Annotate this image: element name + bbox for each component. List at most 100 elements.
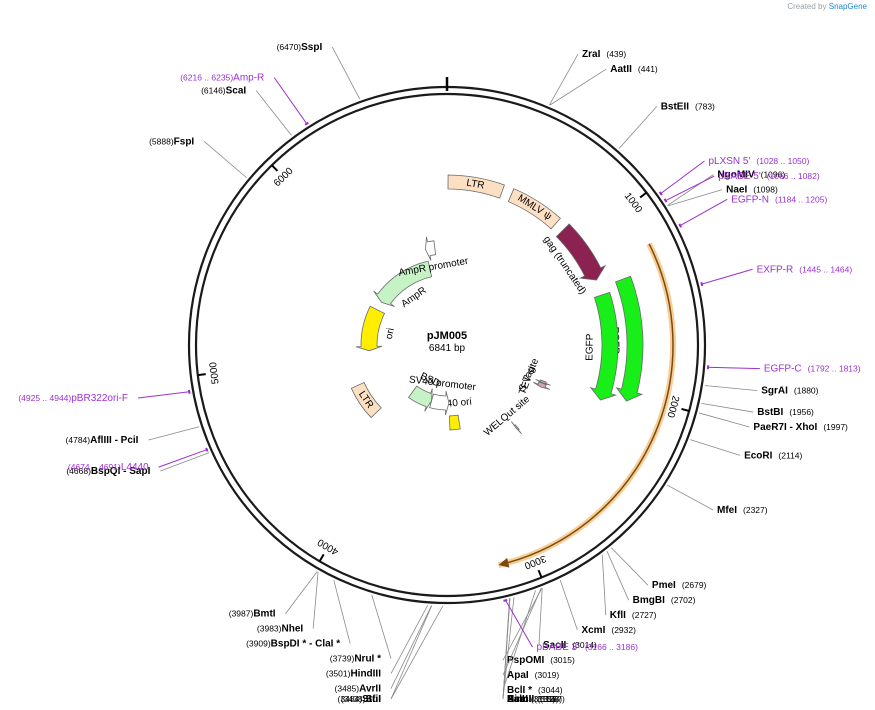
enzyme-position: (1880): [794, 386, 819, 396]
enzyme-leader-line: [667, 189, 723, 207]
enzyme-label-sali[interactable]: SalI(3155): [507, 694, 556, 705]
enzyme-label-sspi[interactable]: (6470)SspI: [277, 42, 323, 53]
primer-label-l4440[interactable]: (4674 .. 4691)L4440: [68, 462, 149, 473]
enzyme-label-bstbi[interactable]: BstBI(1956): [757, 407, 814, 418]
enzyme-name: BmgBI: [633, 595, 665, 606]
enzyme-leader-line: [704, 385, 758, 392]
enzyme-name: BstBI: [757, 407, 783, 418]
primer-label-amp-r[interactable]: (6216 .. 6235)Amp-R: [180, 73, 264, 84]
enzyme-label-zrai[interactable]: ZraI(439): [582, 49, 626, 60]
enzyme-leader-line: [255, 90, 292, 136]
enzyme-label-nrui[interactable]: (3739)NruI *: [330, 654, 381, 665]
enzyme-name: BstEII: [661, 102, 690, 113]
enzyme-label-sacii[interactable]: SacII(3014): [543, 640, 597, 651]
enzyme-position: (3019): [535, 670, 560, 680]
feature-welqut-site: [511, 421, 522, 435]
enzyme-label-avrii[interactable]: (3485)AvrII: [335, 684, 382, 695]
enzyme-name: BclI *: [507, 685, 532, 696]
primer-label-pbabe-3[interactable]: pBABE 3'(3166 .. 3186): [537, 642, 639, 653]
enzyme-name: AccI: [507, 694, 528, 705]
primer-leader-line: [137, 391, 191, 399]
enzyme-label-hincii[interactable]: HincII(3157): [507, 694, 565, 705]
primer-label-pbr322ori-f[interactable]: (4925 .. 4944)pBR322ori-F: [18, 393, 128, 404]
primer-position: (4674 .. 4691): [68, 462, 121, 472]
enzyme-leader-line: [148, 426, 200, 441]
enzyme-label-sgrai[interactable]: SgrAI(1880): [761, 386, 818, 397]
primer-name: pBR322ori-F: [71, 393, 128, 404]
enzyme-label-naei[interactable]: NaeI(1098): [726, 185, 778, 196]
enzyme-label-bmti[interactable]: (3987)BmtI: [229, 609, 276, 620]
enzyme-label-kfli[interactable]: KflI(2727): [610, 610, 657, 621]
primer-site-mark: [658, 191, 663, 196]
enzyme-label-bsmi[interactable]: BsmI(3138): [507, 694, 562, 705]
primer-label-pbabe-5[interactable]: pBABE 5'(1066 .. 1082): [718, 171, 820, 182]
enzyme-label-bcli[interactable]: BclI *(3044): [507, 685, 563, 696]
enzyme-position: (3485): [335, 684, 360, 694]
enzyme-label-ngomiv[interactable]: NgoMIV(1096): [717, 170, 785, 181]
enzyme-name: SalI: [507, 694, 525, 705]
feature-ampr-promoter: [425, 236, 437, 261]
enzyme-position: (5888): [149, 136, 174, 146]
scale-tick: [537, 569, 543, 578]
scale-tick: [271, 164, 279, 172]
enzyme-name: HindIII: [350, 669, 381, 680]
primer-site-mark: [678, 223, 682, 228]
scale-tick-label: 5000: [208, 361, 222, 385]
enzyme-position: (3438): [341, 694, 366, 704]
enzyme-position: (3156): [534, 694, 559, 704]
enzyme-name: XcmI: [581, 625, 605, 636]
enzyme-label-hindiii[interactable]: (3501)HindIII: [326, 669, 381, 680]
enzyme-label-apai[interactable]: ApaI(3019): [507, 670, 559, 681]
feature-ampr: [373, 260, 433, 307]
enzyme-position: (441): [638, 64, 658, 74]
enzyme-label-bmgbi[interactable]: BmgBI(2702): [633, 595, 696, 606]
enzyme-name: PmeI: [652, 580, 676, 591]
feature-label-egfp: EGFP: [584, 333, 595, 361]
enzyme-label-fspi[interactable]: (5888)FspI: [149, 136, 194, 147]
enzyme-leader-line: [390, 605, 429, 674]
enzyme-name: NheI: [282, 624, 304, 635]
primer-position: (1066 .. 1082): [767, 171, 820, 181]
enzyme-label-aatii[interactable]: AatII(441): [610, 64, 658, 75]
primer-site-mark: [700, 282, 704, 287]
enzyme-position: (3015): [550, 655, 575, 665]
enzyme-leader-line: [549, 53, 579, 106]
enzyme-label-bsteii[interactable]: BstEII(783): [661, 102, 715, 113]
enzyme-label-sfii[interactable]: (3438)SfiI: [341, 694, 381, 705]
scale-tick: [318, 553, 325, 562]
enzyme-leader-line: [698, 412, 750, 428]
enzyme-label-bspdi-clai[interactable]: (3909)BspDI * - ClaI *: [246, 639, 340, 650]
primer-position: (1184 .. 1205): [775, 194, 827, 204]
primer-label-egfp-c[interactable]: EGFP-C(1792 .. 1813): [764, 364, 861, 375]
feature-sv40-promoter: [429, 390, 450, 416]
primer-leader-line: [707, 366, 760, 370]
enzyme-label-bspqi-sapi[interactable]: (4668)BspQI - SapI: [66, 466, 150, 477]
enzyme-label-afliii-pcii[interactable]: (4784)AflIII - PciI: [66, 435, 139, 446]
enzyme-label-acci[interactable]: AccI (3156): [507, 694, 559, 705]
primer-name: EXFP-R: [757, 264, 794, 275]
enzyme-leader-line: [312, 571, 319, 629]
primer-label-plxsn-5[interactable]: pLXSN 5'(1028 .. 1050): [708, 156, 809, 167]
enzyme-label-ecori[interactable]: EcoRI(2114): [744, 450, 802, 461]
enzyme-label-stui[interactable]: (3484)StuI: [338, 694, 382, 705]
enzyme-label-scai[interactable]: (6146)ScaI: [201, 86, 246, 97]
enzyme-name: NruI *: [354, 654, 381, 665]
enzyme-label-nhei[interactable]: (3983)NheI: [257, 624, 303, 635]
enzyme-label-mfei[interactable]: MfeI(2327): [717, 505, 768, 516]
enzyme-position: (4668): [66, 466, 91, 476]
primer-leader-line: [158, 448, 208, 468]
enzyme-label-xcmi[interactable]: XcmI(2932): [581, 625, 636, 636]
primer-leader-line: [273, 77, 308, 125]
enzyme-position: (3157): [540, 694, 565, 704]
enzyme-label-pmei[interactable]: PmeI(2679): [652, 580, 707, 591]
enzyme-name: EcoRI: [744, 450, 773, 461]
enzyme-name: BsmI: [507, 694, 532, 705]
feature-ori: [355, 305, 386, 352]
credit-prefix: Created by: [787, 2, 827, 11]
primer-label-exfp-r[interactable]: EXFP-R(1445 .. 1464): [757, 264, 853, 275]
backbone-layer: [187, 77, 707, 605]
enzyme-label-pspomi[interactable]: PspOMI(3015): [507, 655, 575, 666]
primer-label-egfp-n[interactable]: EGFP-N(1184 .. 1205): [731, 194, 827, 205]
enzyme-label-paer7i-xhoi[interactable]: PaeR7I - XhoI(1997): [753, 422, 848, 433]
